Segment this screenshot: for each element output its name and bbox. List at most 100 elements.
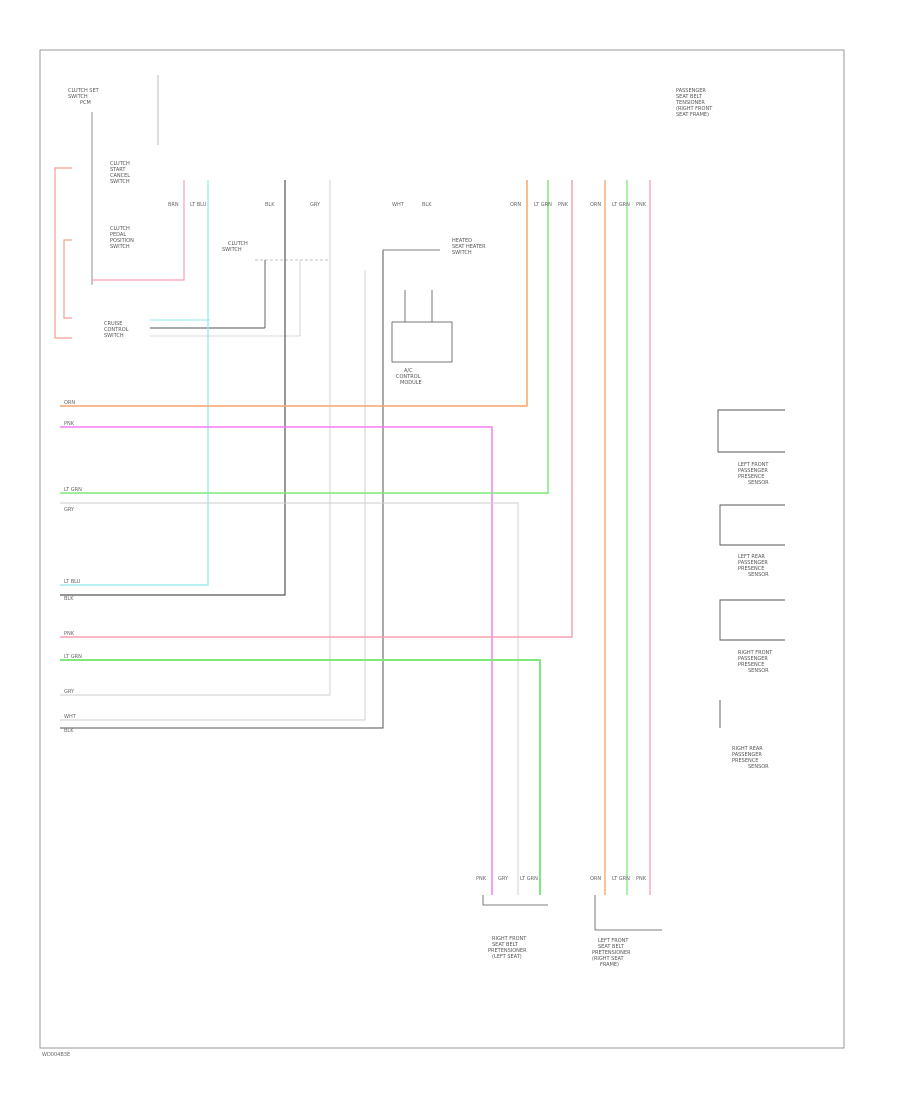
sensor-right-rear: RIGHT REAR PASSENGER PRESENCE SENSOR — [719, 700, 769, 770]
label-line: HEATED — [452, 238, 472, 244]
wire-tag: GRY — [64, 689, 75, 695]
salmon-loop-2 — [63, 239, 72, 319]
wire-tag: LT GRN — [520, 876, 538, 882]
label-line: PCM — [80, 100, 91, 106]
lh-control-module: A/C CONTROL MODULE — [396, 368, 422, 386]
label-line: SWITCH — [110, 244, 130, 250]
label-line: SENSOR — [748, 668, 769, 674]
green-wire-upper — [60, 180, 549, 494]
magenta-wire — [60, 426, 493, 895]
wire-tag: GRY — [310, 202, 321, 208]
wire-tag: PNK — [476, 876, 487, 882]
left-wire-labels: ORN PNK LT GRN GRY LT BLU BLK PNK LT GRN… — [64, 400, 82, 734]
neutral-safety-switch: CLUTCH START CANCEL SWITCH — [110, 161, 130, 185]
sensor-right-front: RIGHT FRONT PASSENGER PRESENCE SENSOR — [719, 599, 785, 674]
wire-tag: ORN — [64, 400, 75, 406]
label-line: PASSENGER — [738, 656, 768, 662]
heated-module: HEATED SEAT HEATER SWITCH — [383, 238, 486, 363]
wire-tag: LT GRN — [612, 202, 630, 208]
sensor-left-rear: LEFT REAR PASSENGER PRESENCE SENSOR — [719, 504, 785, 578]
salmon-to-top — [92, 180, 185, 281]
label-line: PRETENSIONER — [488, 948, 527, 954]
pink-wire-mid — [60, 180, 573, 638]
gray-wire-1 — [60, 180, 331, 696]
wire-tag: WHT — [64, 714, 77, 720]
label-line: RIGHT FRONT — [492, 936, 527, 942]
label-line: LEFT REAR — [738, 554, 765, 560]
wire-tag: LT GRN — [64, 487, 82, 493]
label-line: SWITCH — [104, 333, 124, 339]
wire-tag: LT GRN — [534, 202, 552, 208]
wire-tag: BLK — [64, 596, 74, 602]
label-line: LEFT FRONT — [738, 462, 769, 468]
label-line: CONTROL — [104, 327, 129, 333]
label-line: CRUISE — [104, 321, 122, 327]
wire-tag: GRY — [498, 876, 509, 882]
label-line: PRETENSIONER — [592, 950, 631, 956]
label-line: CLUTCH SET — [68, 88, 100, 94]
top-connector-labels: BRN LT BLU BLK GRY WHT BLK ORN LT GRN PN… — [168, 202, 647, 208]
label-line: SENSOR — [748, 480, 769, 486]
label-line: SWITCH — [222, 247, 242, 253]
wire-tag: PNK — [64, 631, 75, 637]
green-wire-lower — [60, 659, 541, 895]
label-line: (RIGHT FRONT — [676, 106, 713, 112]
label-line: PEDAL — [110, 232, 126, 238]
label-line: PRESENCE — [738, 662, 764, 668]
wire-tag: LT GRN — [64, 654, 82, 660]
wire-tag: LT BLU — [190, 202, 207, 208]
wire-tag: WHT — [392, 202, 405, 208]
label-line: CANCEL — [110, 173, 130, 179]
dark-wire-blk — [60, 180, 286, 596]
cruise-control-switch: CRUISE CONTROL SWITCH — [104, 319, 300, 339]
wire-tag: BLK — [265, 202, 275, 208]
wire-tag: BLK — [422, 202, 432, 208]
bottom-right-module: ORN LT GRN PNK LEFT FRONT SEAT BELT PRET… — [590, 876, 662, 968]
label-line: SWITCH — [110, 179, 130, 185]
label-line: SWITCH — [68, 94, 88, 100]
gray-wire-3 — [60, 502, 519, 895]
wire-tag: LT GRN — [612, 876, 630, 882]
clutch-start-switch: CLUTCH SET SWITCH PCM — [68, 75, 159, 285]
passenger-front-module: PASSENGER SEAT BELT TENSIONER (RIGHT FRO… — [675, 88, 713, 118]
label-line: SENSOR — [748, 764, 769, 770]
label-line: CLUTCH — [110, 161, 130, 167]
wire-tag: ORN — [510, 202, 521, 208]
label-line: SEAT FRAME) — [676, 112, 709, 118]
bottom-left-module: PNK GRY LT GRN RIGHT FRONT SEAT BELT PRE… — [476, 876, 548, 960]
label-line: SEAT BELT — [598, 944, 625, 950]
wire-tag: BRN — [168, 202, 179, 208]
wire-tag: ORN — [590, 876, 601, 882]
label-line: (LEFT SEAT) — [492, 954, 522, 960]
label-line: CLUTCH — [228, 241, 248, 247]
cyan-wire — [60, 180, 209, 586]
label-line: PASSENGER — [738, 560, 768, 566]
label-line: TENSIONER — [675, 100, 705, 106]
wire-tag: LT BLU — [64, 579, 81, 585]
label-line: PRESENCE — [738, 566, 764, 572]
label-line: RIGHT FRONT — [738, 650, 773, 656]
orange-wire — [60, 180, 528, 407]
clutch-pedal-position-switch: CLUTCH PEDAL POSITION SWITCH — [110, 226, 134, 250]
label-line: FRAME) — [600, 962, 619, 968]
label-line: (RIGHT SEAT — [592, 956, 625, 962]
label-line: CLUTCH — [110, 226, 130, 232]
wire-tag: ORN — [590, 202, 601, 208]
wire-tag: PNK — [558, 202, 569, 208]
wire-tag: PNK — [64, 421, 75, 427]
label-line: SEAT HEATER — [452, 244, 486, 250]
label-line: MODULE — [400, 380, 422, 386]
wire-tag: BLK — [64, 728, 74, 734]
diagram-frame — [39, 49, 845, 1049]
label-line: START — [110, 167, 126, 173]
dark-wire-2 — [60, 250, 384, 729]
label-line: RIGHT REAR — [732, 746, 763, 752]
salmon-loop — [54, 167, 72, 339]
label-line: SENSOR — [748, 572, 769, 578]
footer-code: WD004B3E — [42, 1052, 70, 1058]
label-line: PASSENGER — [738, 468, 768, 474]
label-line: PASSENGER — [676, 88, 706, 94]
wire-tag: PNK — [636, 876, 647, 882]
label-line: PRESENCE — [732, 758, 758, 764]
